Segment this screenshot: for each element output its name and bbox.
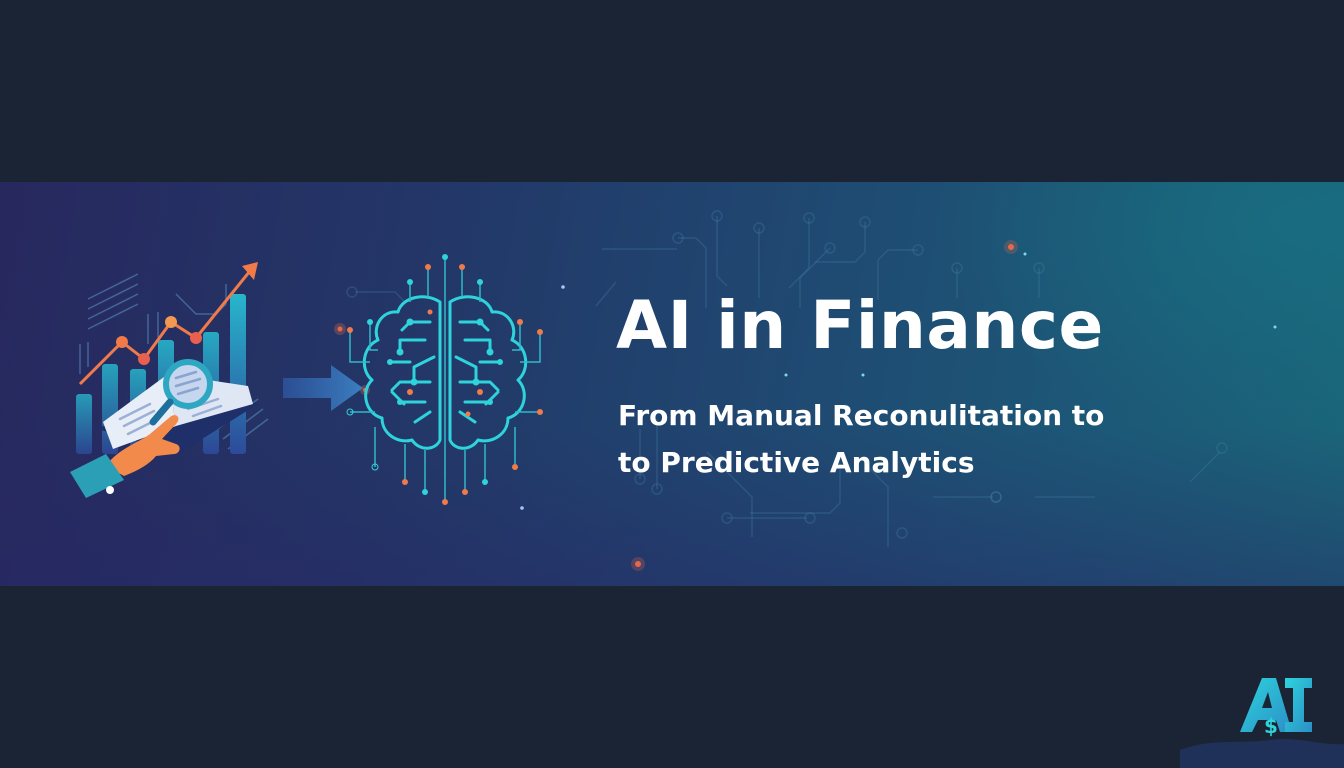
hero-banner: AI in Finance From Manual Reconulitation… bbox=[0, 182, 1344, 586]
subtitle-line-1: From Manual Reconulitation to bbox=[618, 399, 1105, 432]
brand-logo-icon: $ bbox=[1180, 678, 1344, 768]
circuit-background bbox=[334, 210, 1277, 571]
subtitle-line-2: to Predictive Analytics bbox=[618, 446, 975, 479]
page-title: AI in Finance bbox=[616, 287, 1104, 364]
ai-brain-circuit-icon bbox=[346, 254, 543, 505]
page-subtitle: From Manual Reconulitation to to Predict… bbox=[618, 392, 1104, 486]
right-arrow-icon bbox=[283, 365, 363, 411]
banner-shade bbox=[0, 426, 1344, 586]
finance-analysis-illustration bbox=[70, 262, 269, 498]
svg-text:$: $ bbox=[1264, 714, 1278, 738]
